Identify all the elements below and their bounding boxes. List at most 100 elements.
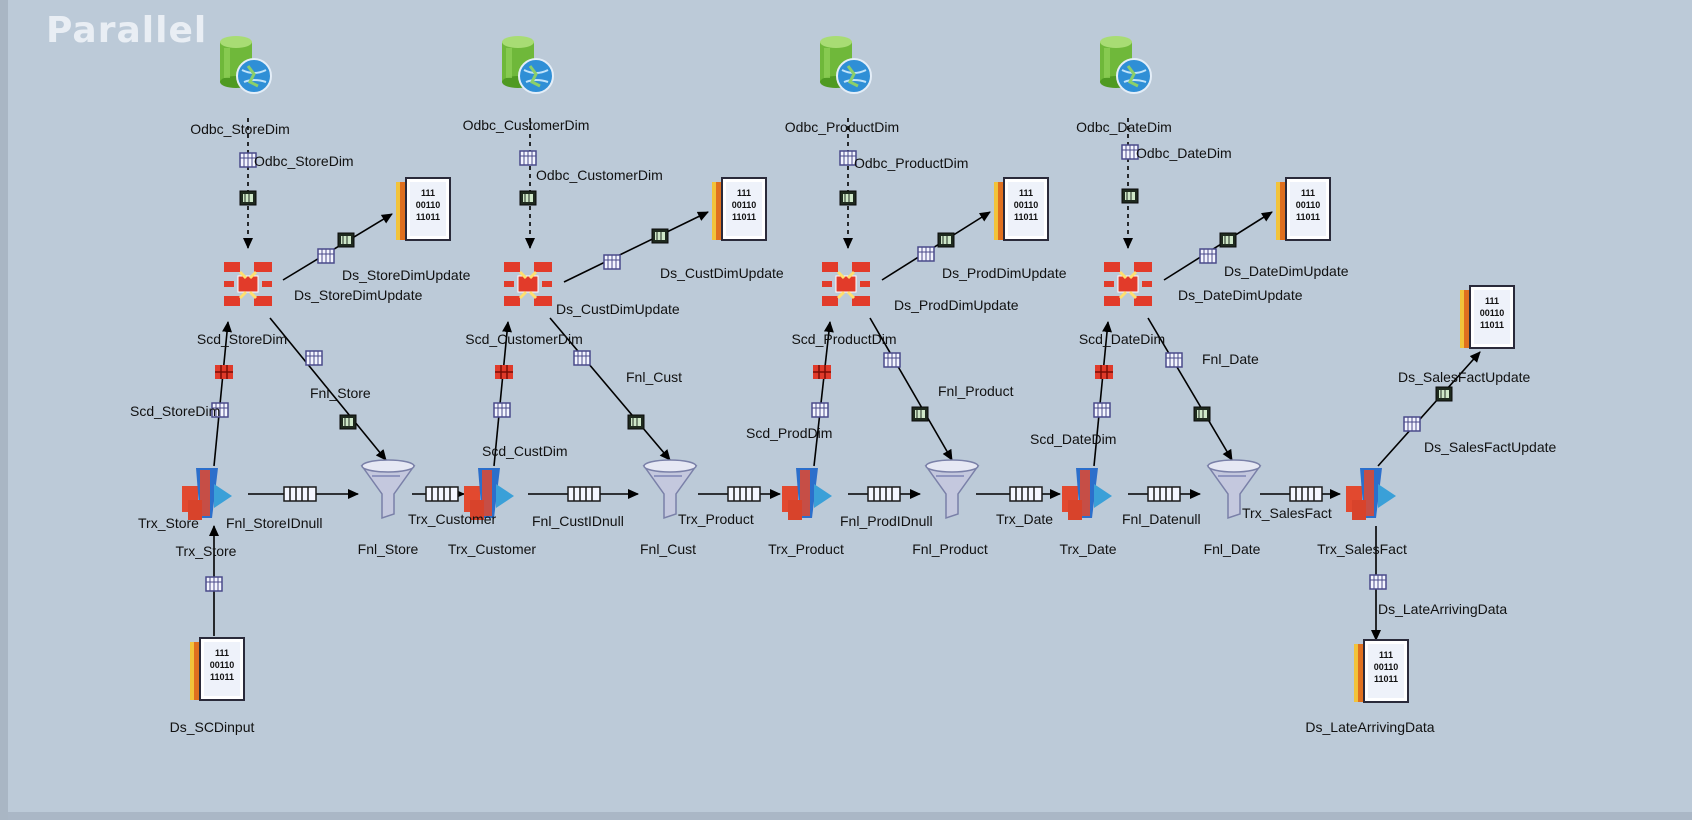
link-marker-trx-date xyxy=(1009,486,1043,502)
link-marker-odbc-product-2 xyxy=(839,190,857,206)
ds-datedimupdate-link-label: Ds_DateDimUpdate xyxy=(1178,287,1303,303)
odbc-date-stage-icon[interactable] xyxy=(1098,34,1153,95)
odbc-customer-link-label: Odbc_CustomerDim xyxy=(536,167,663,183)
scd-customer-stage-icon[interactable] xyxy=(504,262,552,306)
link-marker-scd-cust-red xyxy=(494,364,514,380)
link-marker-trx-customer xyxy=(425,486,459,502)
fnl-cust-stage-label: Fnl_Cust xyxy=(640,541,696,557)
edge-scd-product-to-ds[interactable] xyxy=(881,211,991,281)
ds-proddimupdate-stage-label: Ds_ProdDimUpdate xyxy=(942,265,1067,281)
ds-proddimupdate-icon[interactable] xyxy=(993,177,1049,241)
fnl-date-link-label: Fnl_Date xyxy=(1202,351,1259,367)
edge-scd-date-to-fnl[interactable] xyxy=(1147,317,1233,461)
link-marker-scd-cust xyxy=(493,402,511,418)
trx-store-link-label: Trx_Store xyxy=(138,515,199,531)
scd-product-stage-label: Scd_ProductDim xyxy=(791,331,896,347)
trx-store-stage-label: Trx_Store xyxy=(176,543,237,559)
scd-date-stage-icon[interactable] xyxy=(1104,262,1152,306)
odbc-product-stage-label: Odbc_ProductDim xyxy=(785,119,899,135)
ds-latearrivingdata-link-label: Ds_LateArrivingData xyxy=(1378,601,1507,617)
job-diagram: 111 00110 11011 xyxy=(130,34,1557,735)
fnl-product-stage-icon[interactable] xyxy=(925,459,979,519)
edge-scd-customer-to-fnl[interactable] xyxy=(549,317,671,461)
link-marker-odbc-date-2 xyxy=(1121,188,1139,204)
link-marker-salesfactupdate-1 xyxy=(1403,416,1421,432)
edge-trx-customer-to-scd[interactable] xyxy=(493,321,513,467)
trx-product-link-label: Trx_Product xyxy=(678,511,754,527)
scd-date-stage-label: Scd_DateDim xyxy=(1079,331,1165,347)
ds-datedimupdate-stage-label: Ds_DateDimUpdate xyxy=(1224,263,1349,279)
odbc-product-stage-icon[interactable] xyxy=(818,34,873,95)
trx-date-stage-icon[interactable] xyxy=(1062,468,1112,520)
link-marker-scd-prod xyxy=(811,402,829,418)
scd-prod-link-label: Scd_ProdDim xyxy=(746,425,832,441)
edge-trx-date-to-scd[interactable] xyxy=(1093,321,1113,467)
trx-salesfact-stage-icon[interactable] xyxy=(1346,468,1396,520)
ds-scdinput-icon[interactable] xyxy=(189,637,245,701)
scd-store-stage-label: Scd_StoreDim xyxy=(197,331,287,347)
link-marker-fnl-cust-2 xyxy=(627,414,645,430)
ds-storedimupdate-icon[interactable] xyxy=(395,177,451,241)
ds-salesfactupdate-icon[interactable] xyxy=(1459,285,1515,349)
link-marker-fnl-cust-1 xyxy=(573,350,591,366)
fnl-cust-stage-icon[interactable] xyxy=(643,459,697,519)
trx-salesfact-stage-label: Trx_SalesFact xyxy=(1317,541,1407,557)
link-marker-fnl-prodidnull xyxy=(867,486,901,502)
scd-store-link-label: Scd_StoreDim xyxy=(130,403,220,419)
ds-proddimupdate-link-label: Ds_ProdDimUpdate xyxy=(894,297,1019,313)
link-marker-salesfactupdate-2 xyxy=(1435,386,1453,402)
edge-trx-product-to-scd[interactable] xyxy=(813,321,834,467)
ds-salesfactupdate-link-label: Ds_SalesFactUpdate xyxy=(1424,439,1557,455)
trx-store-stage-icon[interactable] xyxy=(182,468,232,520)
link-marker-ds-cust-1 xyxy=(603,254,621,270)
ds-storedimupdate-stage-label: Ds_StoreDimUpdate xyxy=(342,267,471,283)
link-marker-ds-date-2 xyxy=(1219,232,1237,248)
link-marker-trx-salesfact xyxy=(1289,486,1323,502)
link-marker-ds-prod-2 xyxy=(937,232,955,248)
fnl-storeidnull-link-label: Fnl_StoreIDnull xyxy=(226,515,323,531)
scd-store-stage-icon[interactable] xyxy=(224,262,272,306)
trx-product-stage-icon[interactable] xyxy=(782,468,832,520)
trx-product-stage-label: Trx_Product xyxy=(768,541,844,557)
link-marker-ds-store-2 xyxy=(337,232,355,248)
edge-trx-salesfact-to-ds-update[interactable] xyxy=(1377,351,1481,467)
odbc-customer-stage-icon[interactable] xyxy=(500,34,555,95)
fnl-product-stage-label: Fnl_Product xyxy=(912,541,988,557)
canvas-title: Parallel xyxy=(46,10,208,51)
fnl-cust-link-label: Fnl_Cust xyxy=(626,369,682,385)
link-marker-ds-store-1 xyxy=(317,248,335,264)
link-marker-fnl-datenull xyxy=(1147,486,1181,502)
fnl-store-stage-icon[interactable] xyxy=(361,459,415,519)
edge-scd-store-to-fnl[interactable] xyxy=(269,317,387,461)
trx-date-stage-label: Trx_Date xyxy=(1059,541,1116,557)
edge-scd-customer-to-ds[interactable] xyxy=(563,211,709,283)
link-marker-fnl-prod-1 xyxy=(883,352,901,368)
link-marker-scd-prod-red xyxy=(812,364,832,380)
ds-custdimupdate-icon[interactable] xyxy=(711,177,767,241)
scd-product-stage-icon[interactable] xyxy=(822,262,870,306)
odbc-store-link-label: Odbc_StoreDim xyxy=(254,153,354,169)
link-marker-ds-prod-1 xyxy=(917,246,935,262)
link-marker-fnl-date-2 xyxy=(1193,406,1211,422)
ds-storedimupdate-link-label: Ds_StoreDimUpdate xyxy=(294,287,423,303)
edge-trx-store-to-scd[interactable] xyxy=(213,321,233,467)
link-marker-odbc-store-2 xyxy=(239,190,257,206)
canvas-bottom-edge xyxy=(8,812,1692,820)
ds-custdimupdate-link-label: Ds_CustDimUpdate xyxy=(556,301,680,317)
link-marker-ds-cust-2 xyxy=(651,228,669,244)
ds-datedimupdate-icon[interactable] xyxy=(1275,177,1331,241)
ds-scdinput-stage-label: Ds_SCDinput xyxy=(170,719,255,735)
edge-scd-date-to-ds[interactable] xyxy=(1163,211,1273,281)
ds-latearrivingdata-icon[interactable] xyxy=(1353,639,1409,703)
trx-customer-link-label: Trx_Customer xyxy=(408,511,497,527)
ds-salesfactupdate-stage-label: Ds_SalesFactUpdate xyxy=(1398,369,1531,385)
link-marker-fnl-storeidnull xyxy=(283,486,317,502)
fnl-prodidnull-link-label: Fnl_ProdIDnull xyxy=(840,513,933,529)
odbc-product-link-label: Odbc_ProductDim xyxy=(854,155,968,171)
link-marker-latearriving xyxy=(1369,574,1387,590)
edge-scd-product-to-fnl[interactable] xyxy=(869,317,953,461)
odbc-store-stage-icon[interactable] xyxy=(218,34,273,95)
link-marker-fnl-store-2 xyxy=(339,414,357,430)
link-marker-fnl-store-1 xyxy=(305,350,323,366)
